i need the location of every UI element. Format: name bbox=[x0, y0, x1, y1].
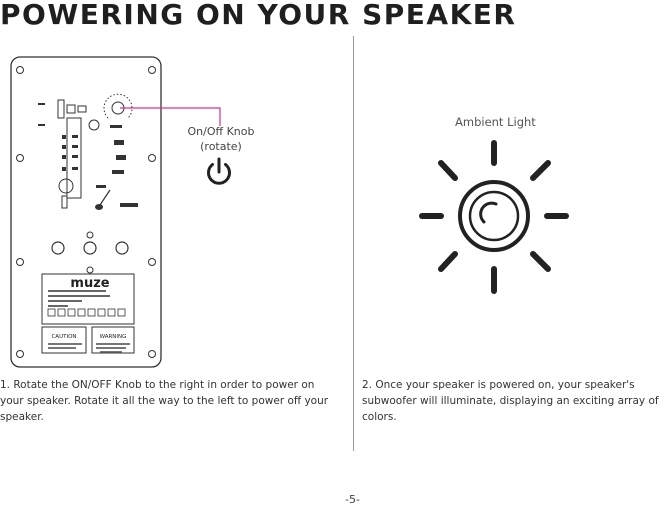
caution-label: CAUTION bbox=[51, 334, 76, 340]
sun-icon bbox=[419, 140, 569, 294]
column-divider bbox=[353, 36, 354, 451]
brand-logo: muze bbox=[70, 276, 109, 291]
page-number: -5- bbox=[345, 493, 360, 506]
warning-label: WARNING bbox=[100, 334, 127, 340]
callout-line2: (rotate) bbox=[200, 140, 242, 153]
power-icon bbox=[207, 157, 231, 185]
step2-text: 2. Once your speaker is powered on, your… bbox=[362, 379, 659, 423]
on-off-knob-callout: On/Off Knob (rotate) bbox=[178, 124, 264, 154]
ambient-light-label: Ambient Light bbox=[455, 115, 536, 129]
callout-line1: On/Off Knob bbox=[187, 125, 255, 138]
step1-text: 1. Rotate the ON/OFF Knob to the right i… bbox=[0, 379, 329, 423]
page-title: POWERING ON YOUR SPEAKER bbox=[0, 0, 517, 31]
callout-line bbox=[120, 107, 221, 126]
